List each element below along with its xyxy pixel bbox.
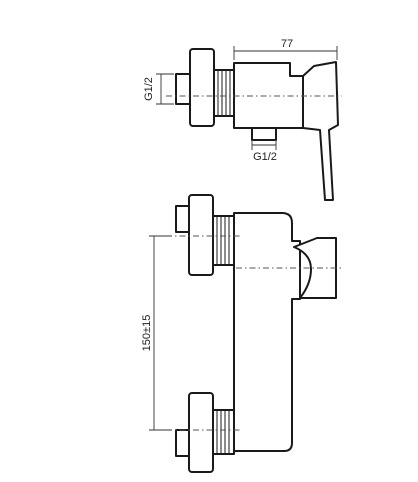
front-view: 150±15 [141, 194, 342, 473]
top-inlet-stub [175, 73, 191, 105]
top-eccentric-disc [189, 48, 215, 127]
upper-inlet-stub [175, 205, 190, 233]
top-lever-handle [302, 61, 339, 201]
upper-eccentric-disc [188, 194, 214, 276]
upper-threaded-nut [212, 215, 235, 266]
top-outlet-stub [251, 127, 277, 141]
lower-inlet-stub [175, 429, 190, 457]
dim-inlet-spacing-label: 150±15 [141, 315, 153, 352]
lower-eccentric-disc [188, 392, 214, 473]
top-mixer-body [233, 62, 304, 129]
lower-threaded-nut [212, 409, 235, 455]
dim-outlet-thread-label: G1/2 [253, 151, 277, 163]
front-lever-handle [293, 237, 337, 299]
dim-inlet-thread-label: G1/2 [143, 77, 155, 101]
top-threaded-nut [213, 69, 235, 117]
top-view: 77 G1/2 G1/2 [143, 38, 342, 201]
front-mixer-body [233, 212, 301, 452]
dim-width-label: 77 [281, 38, 293, 50]
